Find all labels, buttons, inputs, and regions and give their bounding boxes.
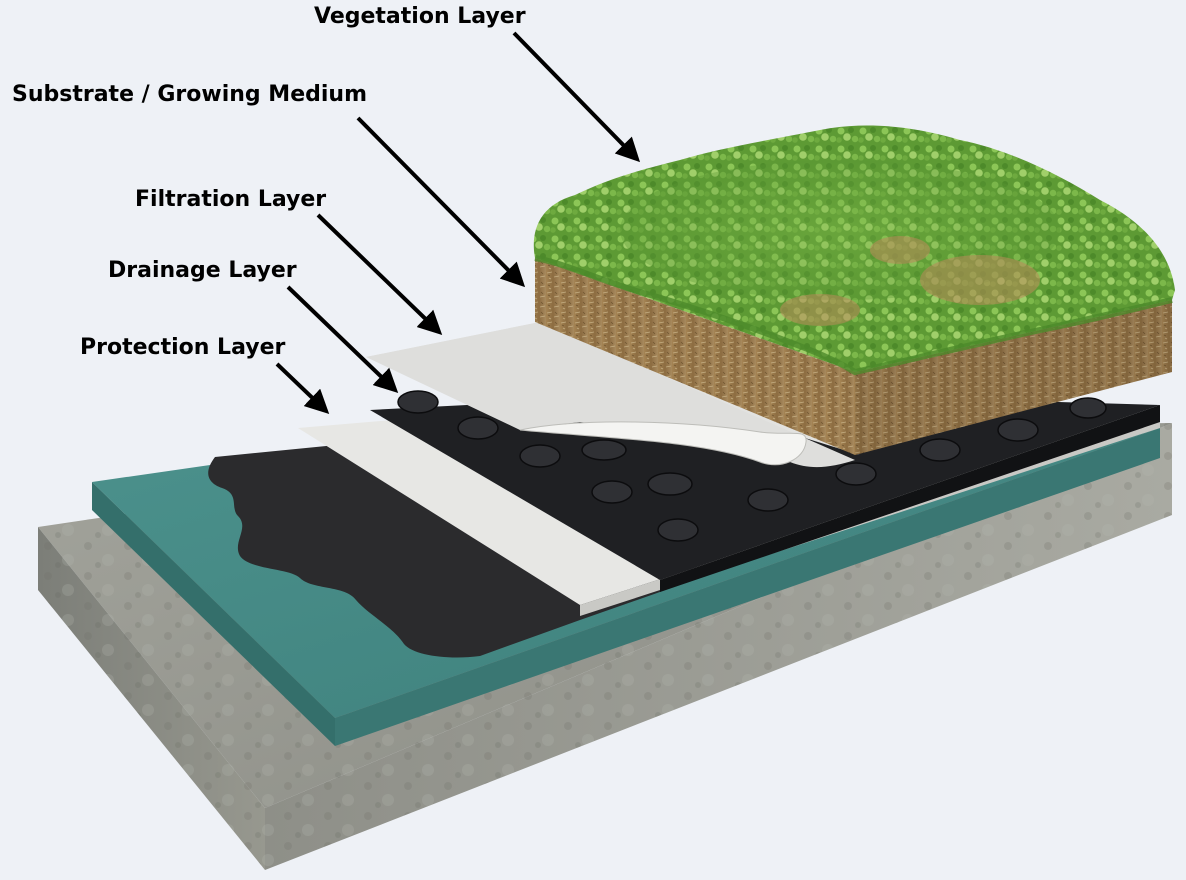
vegetation-reddish-patches [780, 236, 1040, 326]
arrow-vegetation [512, 31, 641, 163]
drainage-board [370, 390, 1160, 592]
arrow-protection [275, 362, 330, 414]
drainage-cups [397, 390, 1107, 542]
label-filtration-layer: Filtration Layer [135, 187, 327, 212]
label-protection-layer: Protection Layer [80, 335, 286, 360]
filter-fabric-curl [519, 421, 807, 466]
substrate-shade [855, 300, 1172, 455]
substrate-right [855, 300, 1172, 455]
arrow-drainage [286, 285, 399, 393]
insulation-right [335, 428, 1160, 746]
substrate-block [535, 258, 1172, 455]
vegetation-mat [533, 125, 1175, 376]
drainage-board-top [370, 392, 1160, 580]
pointer-arrows [275, 31, 641, 414]
substrate-front [535, 258, 855, 455]
label-vegetation-layer: Vegetation Layer [314, 4, 526, 29]
filter-fabric [366, 322, 860, 468]
insulation-front [92, 482, 335, 746]
label-substrate-growing-medium: Substrate / Growing Medium [12, 82, 367, 107]
drainage-board-edge [660, 405, 1160, 592]
arrow-filtration [316, 213, 443, 336]
arrow-substrate [356, 116, 526, 288]
vegetation-overhang [534, 255, 1173, 376]
label-drainage-layer: Drainage Layer [108, 258, 297, 283]
